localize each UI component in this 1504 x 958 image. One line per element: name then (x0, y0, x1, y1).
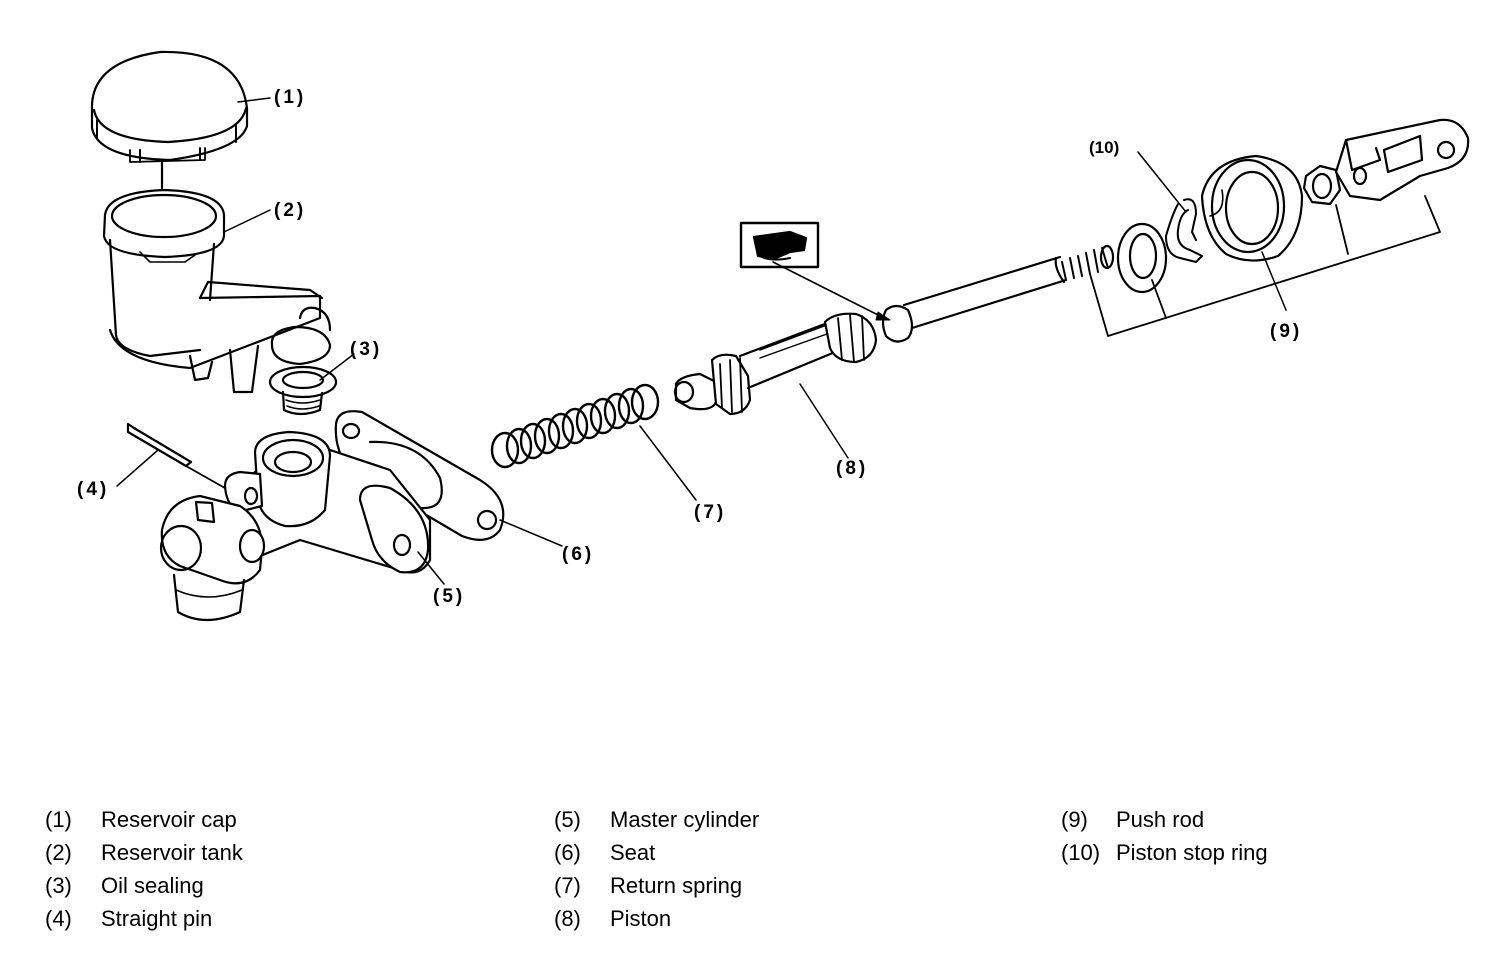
callout-10: (10) (1089, 138, 1119, 157)
legend-item: (2) Reservoir tank (45, 836, 243, 869)
legend-number: (6) (554, 839, 581, 865)
callout-4: (4) (77, 479, 109, 500)
legend-item: (9) Push rod (1061, 803, 1268, 836)
grease-apply-icon (739, 221, 891, 321)
legend-number: (7) (554, 872, 581, 898)
legend-label: Reservoir tank (101, 839, 243, 865)
legend-label: Oil sealing (101, 872, 204, 898)
legend-label: Seat (610, 839, 656, 865)
callout-2: (2) (274, 200, 306, 221)
callout-5: (5) (433, 586, 465, 607)
legend-label: Reservoir cap (101, 806, 237, 832)
legend-number: (2) (45, 839, 72, 865)
legend-item: (8) Piston (554, 902, 759, 935)
legend-number: (5) (554, 806, 581, 832)
legend-item: (1) Reservoir cap (45, 803, 243, 836)
lock-nut (1302, 164, 1342, 206)
legend-item: (10) Piston stop ring (1061, 836, 1268, 869)
legend-number: (9) (1061, 806, 1088, 832)
callout-3: (3) (350, 339, 382, 360)
legend-label: Return spring (610, 872, 743, 898)
legend-item: (5) Master cylinder (554, 803, 759, 836)
callout-6: (6) (562, 544, 594, 565)
legend-column-2: (5) Master cylinder (6) Seat (7) Return spr… (554, 803, 759, 935)
push-rod-group-bracket (1089, 195, 1441, 337)
legend-item: (7) Return spring (554, 869, 759, 902)
legend-item: (4) Straight pin (45, 902, 243, 935)
leader-lines (116, 97, 1287, 585)
push-rod-boot (1200, 154, 1304, 262)
legend-column-1: (1) Reservoir cap (2) Reservoir tank (3) Oi… (45, 803, 243, 935)
exploded-view-diagram: (1) (2) (3) (4) (5) (6) (7) (8) (9) (10) (77, 50, 1470, 622)
legend-number: (8) (554, 905, 581, 931)
clevis (1334, 118, 1470, 202)
callout-7: (7) (694, 502, 726, 523)
legend-column-3: (9) Push rod (10) Piston stop ring (1061, 803, 1268, 869)
oil-sealing (268, 365, 338, 416)
legend-label: Piston stop ring (1116, 839, 1268, 865)
legend-label: Master cylinder (610, 806, 760, 832)
callout-1: (1) (274, 87, 306, 108)
washer (1116, 222, 1168, 294)
legend-label: Push rod (1116, 806, 1205, 832)
legend-label: Straight pin (101, 905, 213, 931)
reservoir-tank (102, 188, 332, 394)
reservoir-cap (90, 50, 249, 163)
callout-9: (9) (1270, 321, 1302, 342)
legend-number: (1) (45, 806, 72, 832)
callout-8: (8) (836, 458, 868, 479)
return-spring (490, 383, 660, 469)
legend-number: (3) (45, 872, 72, 898)
push-rod-shaft (881, 244, 1115, 343)
legend-item: (3) Oil sealing (45, 869, 243, 902)
piston (673, 312, 878, 416)
straight-pin (126, 422, 233, 493)
legend-item: (6) Seat (554, 836, 759, 869)
piston-stop-ring (1165, 198, 1203, 263)
master-cylinder (159, 410, 505, 622)
legend-number: (4) (45, 905, 72, 931)
legend-number: (10) (1061, 839, 1101, 865)
legend-label: Piston (610, 905, 672, 931)
